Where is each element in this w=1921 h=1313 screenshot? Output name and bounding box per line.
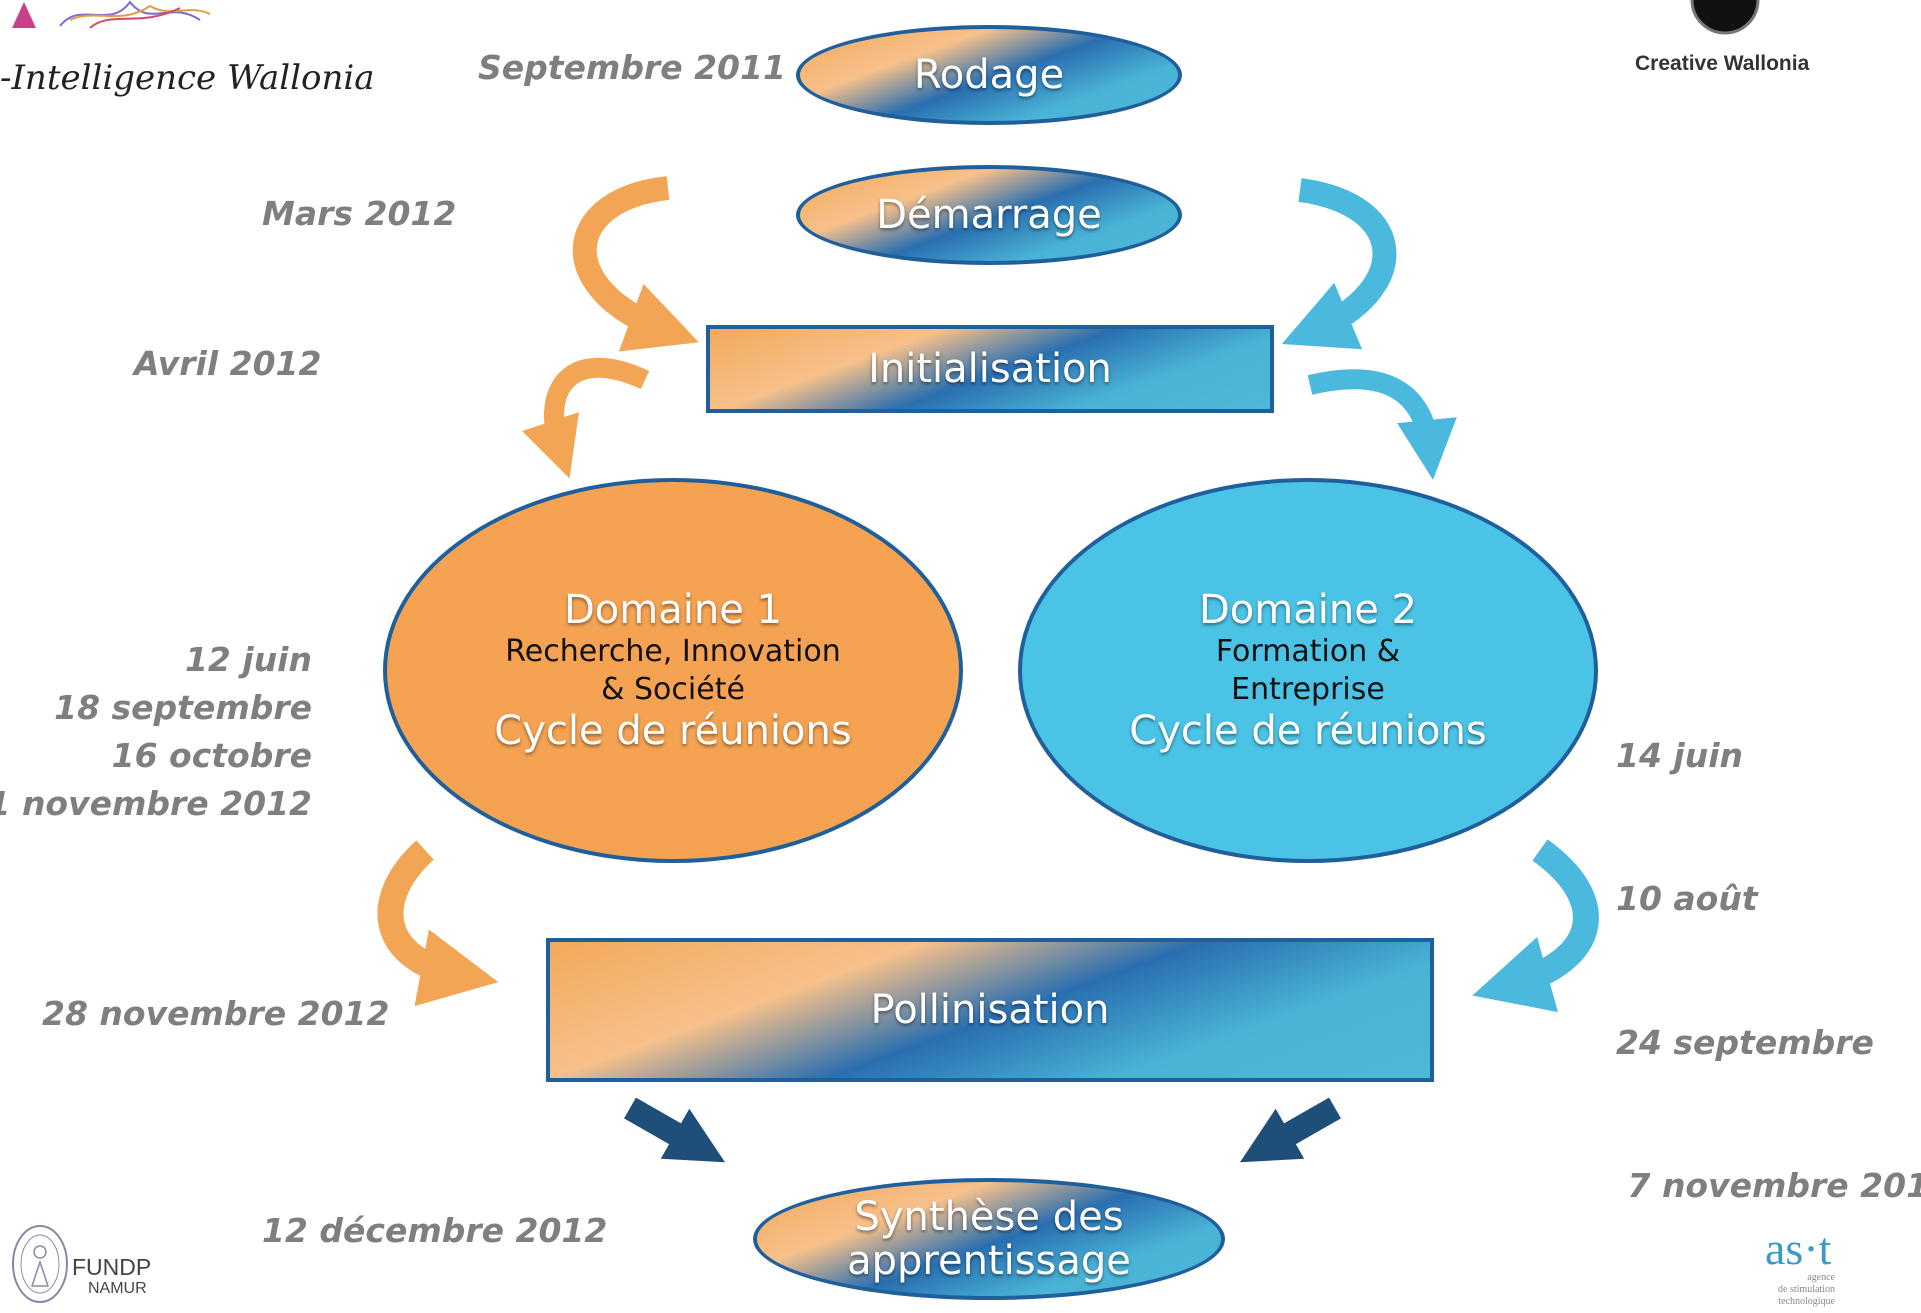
node-domaine2-footer: Cycle de réunions [1129,708,1487,754]
node-domaine2: Domaine 2 Formation & Entreprise Cycle d… [1018,478,1598,863]
node-initialisation-label: Initialisation [868,346,1112,392]
curved-arrow-right-mid [1307,369,1457,480]
curved-arrow-left-mid [522,357,650,479]
date-initialisation: Avril 2012 [134,344,322,383]
date-synthese: 12 décembre 2012 [262,1211,608,1250]
node-domaine2-subtitle-2: Entreprise [1231,671,1385,707]
node-synthese-label-2: apprentissage [847,1238,1131,1284]
logo-ast-main: as·t [1765,1223,1832,1274]
node-domaine1-subtitle-2: & Société [601,671,745,707]
node-rodage: Rodage [796,25,1182,125]
node-domaine1-subtitle-1: Recherche, Innovation [505,634,841,669]
node-pollinisation: Pollinisation [546,938,1434,1082]
logo-circle-icon [1690,0,1760,35]
logo-ast-line1: agence [1807,1272,1835,1283]
logo-fundp-namur: FUNDP NAMUR [10,1222,180,1312]
date-domaine1-4: 21 novembre 2012 [0,783,312,823]
date-domaine1-1: 12 juin [184,640,312,679]
logo-fundp-text: FUNDP [72,1254,152,1280]
node-demarrage: Démarrage [796,165,1182,265]
logo-ast: as·t agence de stimulation technologique [1745,1222,1875,1312]
date-domaine1-3: 16 octobre [111,735,312,775]
node-synthese-label-1: Synthèse des [854,1194,1124,1240]
logo-co-intelligence-wallonia: -Intelligence Wallonia [0,0,375,100]
straight-arrow-left-down [624,1097,726,1163]
logo-ast-line3: technologique [1778,1296,1835,1307]
node-domaine2-subtitle-1: Formation & [1215,634,1401,669]
curved-arrow-right-bottom [1472,839,1599,1013]
date-domaine2-2: 10 août [1616,879,1758,919]
node-demarrage-label: Démarrage [876,192,1102,238]
date-domaine2-3: 24 septembre [1616,1022,1874,1062]
dates-domaine1: 12 juin 18 septembre 16 octobre 21 novem… [0,636,312,827]
curved-arrow-left-bottom [377,840,499,1007]
node-synthese: Synthèse des apprentissage [753,1178,1225,1300]
date-domaine1-2: 18 septembre [54,687,312,727]
node-domaine1: Domaine 1 Recherche, Innovation & Sociét… [383,478,963,863]
node-pollinisation-label: Pollinisation [870,987,1110,1033]
curved-arrow-left-top [572,176,699,352]
node-initialisation: Initialisation [706,325,1274,413]
logo-creative-wallonia: Creative Wallonia [1630,0,1860,85]
straight-arrow-right-down [1239,1097,1341,1163]
date-rodage: Septembre 2011 [478,48,786,87]
curved-arrow-right-top [1281,178,1397,350]
logo-scribble-icon [12,0,211,29]
date-domaine2-1: 14 juin [1616,735,1744,775]
node-domaine1-footer: Cycle de réunions [494,708,852,754]
logo-seal-icon [12,1225,68,1303]
logo-namur-text: NAMUR [88,1280,147,1297]
dates-domaine2: 14 juin 10 août 24 septembre 7 novembre … [1616,636,1921,1258]
logo-ast-line2: de stimulation [1778,1284,1835,1295]
node-rodage-label: Rodage [913,52,1065,98]
logo-text-left: -Intelligence Wallonia [0,58,375,98]
date-domaine2-4: 7 novembre 2012 [1616,1166,1921,1206]
date-demarrage: Mars 2012 [262,194,457,233]
node-domaine2-title: Domaine 2 [1199,587,1417,633]
node-domaine1-title: Domaine 1 [564,587,782,633]
date-pollinisation: 28 novembre 2012 [42,994,390,1033]
logo-text-right: Creative Wallonia [1635,52,1810,75]
